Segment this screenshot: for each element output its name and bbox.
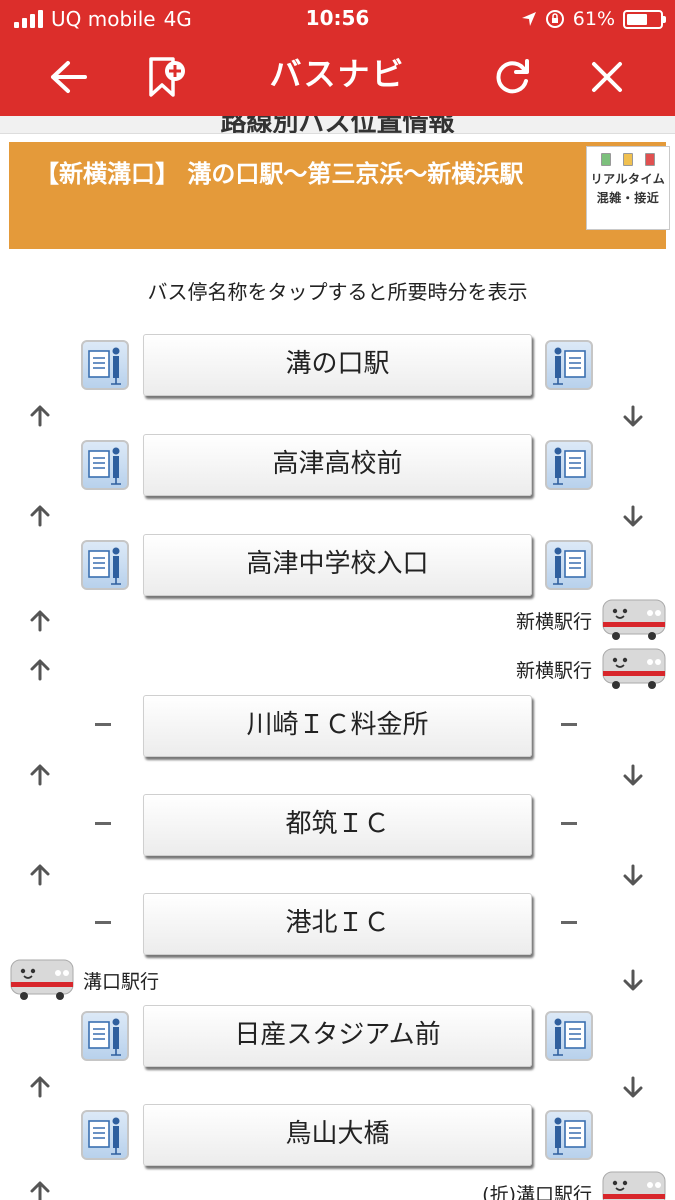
battery-percent: 61% [572, 8, 615, 30]
bus-icon [602, 1170, 666, 1200]
tap-hint: バス停名称をタップすると所要時分を表示 [147, 280, 528, 304]
stop-button[interactable]: 高津高校前 [143, 434, 532, 496]
arrow-down-icon [623, 764, 643, 786]
bus-icon [602, 598, 666, 640]
timetable-icon[interactable] [545, 340, 593, 390]
bus-destination-label: (折)溝口駅行 [482, 1184, 592, 1200]
bookmark-add-icon [149, 57, 185, 97]
arrow-up-icon [30, 505, 50, 527]
location-icon [521, 12, 536, 26]
arrow-up-icon [30, 1076, 50, 1098]
arrow-up-icon [30, 764, 50, 786]
timetable-icon[interactable] [545, 540, 593, 590]
nav-bar: バスナビ [0, 38, 675, 116]
back-button[interactable] [38, 38, 98, 116]
no-timetable-dash [561, 822, 577, 825]
realtime-label-2: 混雑・接近 [596, 191, 660, 205]
arrow-up-icon [30, 659, 50, 681]
network-label: 4G [163, 7, 192, 31]
congestion-bars-icon [587, 153, 669, 166]
status-left: UQ mobile 4G [14, 6, 192, 32]
arrow-down-icon [623, 505, 643, 527]
bus-destination-label: 新横駅行 [515, 660, 592, 682]
arrow-up-icon [30, 610, 50, 632]
signal-icon [14, 10, 43, 28]
arrow-up-icon [30, 405, 50, 427]
carrier-label: UQ mobile [51, 7, 156, 31]
stop-button[interactable]: 日産スタジアム前 [143, 1005, 532, 1067]
bookmark-add-button[interactable] [136, 38, 196, 116]
stop-button[interactable]: 高津中学校入口 [143, 534, 532, 596]
realtime-congestion-button[interactable]: リアルタイム 混雑・接近 [586, 146, 670, 230]
timetable-icon[interactable] [545, 1110, 593, 1160]
timetable-icon[interactable] [81, 340, 129, 390]
page-heading-text: 路線別バス位置情報 [220, 116, 455, 134]
back-arrow-icon [51, 61, 87, 93]
nav-title: バスナビ [269, 55, 406, 93]
bus-destination-label: 新横駅行 [515, 611, 592, 633]
timetable-icon[interactable] [81, 1011, 129, 1061]
arrow-down-icon [623, 864, 643, 886]
status-time: 10:56 [305, 6, 370, 30]
route-title: 【新横溝口】 溝の口駅〜第三京浜〜新横浜駅 [35, 160, 524, 188]
no-timetable-dash [95, 723, 111, 726]
stop-button[interactable]: 港北ＩＣ [143, 893, 532, 955]
no-timetable-dash [561, 921, 577, 924]
bus-icon [10, 958, 74, 1000]
status-right: 61% [521, 6, 666, 32]
timetable-icon[interactable] [81, 440, 129, 490]
timetable-icon[interactable] [545, 440, 593, 490]
status-bar: UQ mobile 4G 10:56 61% [0, 0, 675, 38]
arrow-down-icon [623, 1076, 643, 1098]
arrow-up-icon [30, 864, 50, 886]
bus-destination-label: 溝口駅行 [83, 971, 160, 993]
close-icon [592, 62, 622, 92]
stop-button[interactable]: 溝の口駅 [143, 334, 532, 396]
battery-icon [623, 9, 666, 29]
stop-button[interactable]: 都筑ＩＣ [143, 794, 532, 856]
no-timetable-dash [561, 723, 577, 726]
rotation-lock-icon [545, 10, 564, 28]
close-button[interactable] [577, 38, 637, 116]
timetable-icon[interactable] [545, 1011, 593, 1061]
timetable-icon[interactable] [81, 540, 129, 590]
arrow-down-icon [623, 969, 643, 991]
no-timetable-dash [95, 921, 111, 924]
bus-icon [602, 647, 666, 689]
arrow-down-icon [623, 405, 643, 427]
arrow-up-icon [30, 1181, 50, 1200]
refresh-button[interactable] [482, 38, 542, 116]
stop-button[interactable]: 川崎ＩＣ料金所 [143, 695, 532, 757]
stop-button[interactable]: 鳥山大橋 [143, 1104, 532, 1166]
page-heading-partial: 路線別バス位置情報 [0, 116, 675, 134]
refresh-icon [496, 59, 529, 94]
realtime-label-1: リアルタイム [590, 172, 666, 186]
route-banner: 【新横溝口】 溝の口駅〜第三京浜〜新横浜駅 リアルタイム 混雑・接近 [9, 142, 670, 249]
no-timetable-dash [95, 822, 111, 825]
timetable-icon[interactable] [81, 1110, 129, 1160]
